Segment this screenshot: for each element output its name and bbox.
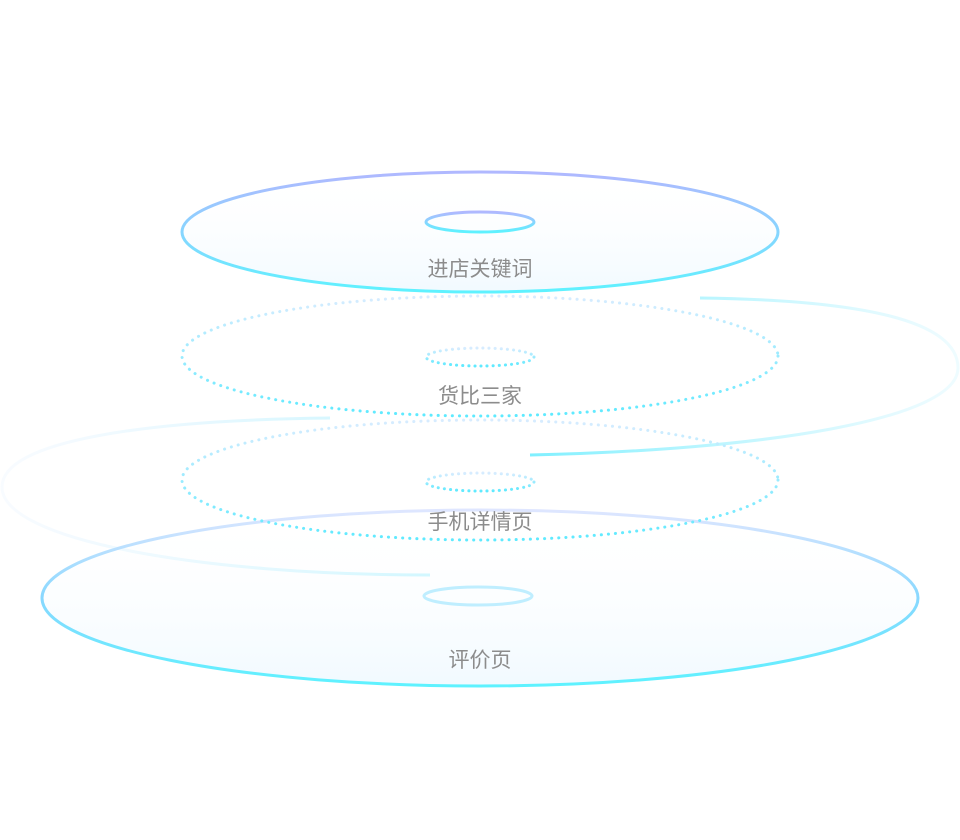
layer-4-ring [40, 508, 920, 688]
layer-1-label: 进店关键词 [427, 257, 533, 281]
spiral-arc-right [529, 296, 960, 457]
layer-4-inner-ring [422, 585, 534, 607]
layer-2-ring [180, 294, 780, 418]
layer-3-inner-ring [424, 471, 536, 493]
layer-4-label: 评价页 [448, 648, 512, 672]
layer-2-label: 货比三家 [438, 384, 522, 408]
layer-3-label: 手机详情页 [427, 510, 533, 534]
layer-3-ring [180, 418, 780, 542]
layer-2-inner-ring [424, 346, 536, 368]
